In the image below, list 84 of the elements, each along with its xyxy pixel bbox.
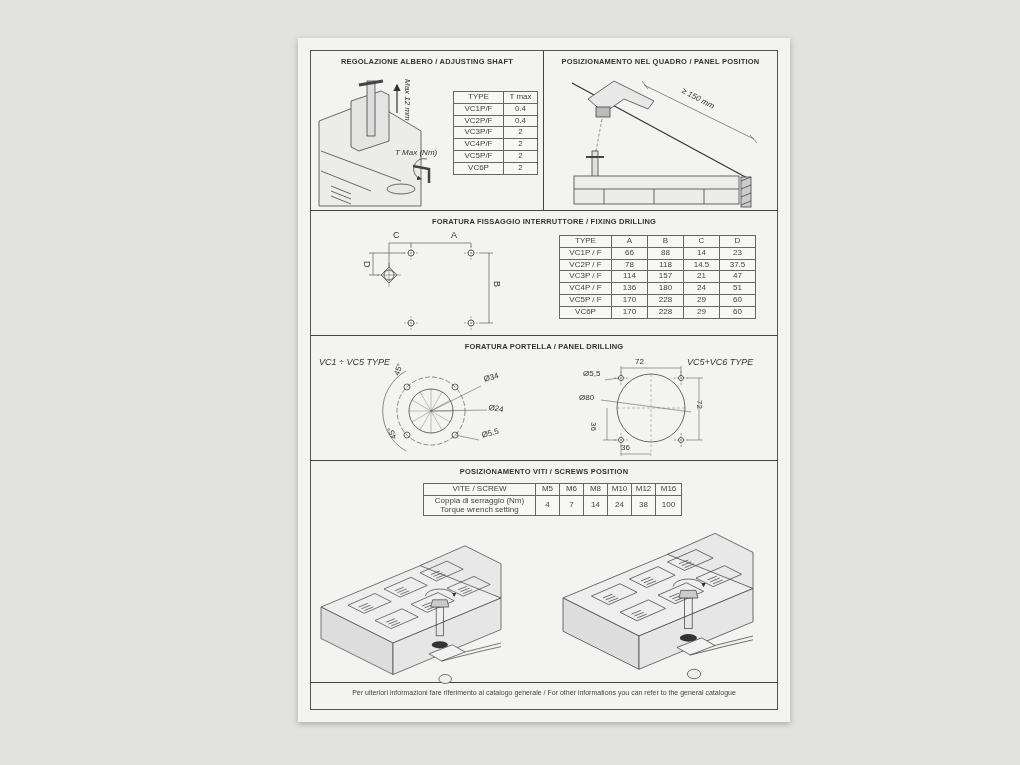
table-cell: 51 xyxy=(720,283,756,295)
table-header-cell: TYPE xyxy=(454,92,504,104)
table-cell: 170 xyxy=(612,306,648,319)
table-cell: 47 xyxy=(720,271,756,284)
dimension-label: Max 12 mm xyxy=(403,79,411,121)
table-header-cell: M5 xyxy=(536,484,560,496)
table-cell: VC3P/F xyxy=(454,127,504,140)
table-cell: VC4P/F xyxy=(454,139,504,151)
dimension-label: Ø5,5 xyxy=(583,370,601,378)
table-cell: VC6P xyxy=(454,162,504,175)
table-cell: 21 xyxy=(684,271,720,284)
table-header-cell: C xyxy=(684,236,720,248)
table-cell: 2 xyxy=(504,162,538,175)
table-cell: 24 xyxy=(608,495,632,517)
dimension-label: 72 xyxy=(695,400,703,409)
table-cell: 228 xyxy=(648,306,684,319)
table-cell: 14 xyxy=(584,495,608,517)
table-cell: VC1P/F xyxy=(454,103,504,116)
dimension-label: D xyxy=(362,261,371,268)
table-cell: 2 xyxy=(504,139,538,151)
table-cell: 38 xyxy=(632,495,656,517)
table-cell: 170 xyxy=(612,295,648,307)
dimension-label: Ø5,5 xyxy=(481,427,500,440)
dimension-label: 72 xyxy=(635,358,644,366)
table-header-cell: M12 xyxy=(632,484,656,496)
table-header-cell: TYPE xyxy=(560,236,612,248)
table-cell: VC2P/F xyxy=(454,115,504,128)
table-cell: 2 xyxy=(504,151,538,163)
dimension-label: 36 xyxy=(621,444,630,452)
table-header-cell: B xyxy=(648,236,684,248)
dimension-label: 36 xyxy=(589,422,597,431)
table-header-cell: VITE / SCREW xyxy=(424,484,536,496)
table-cell: 60 xyxy=(720,306,756,319)
dimension-label: Ø80 xyxy=(579,394,595,402)
dimension-label: Ø34 xyxy=(483,372,500,384)
table-cell: 4 xyxy=(536,495,560,517)
section-panel xyxy=(311,51,544,211)
table-header-cell: A xyxy=(612,236,648,248)
table-cell: 2 xyxy=(504,127,538,140)
table-cell: 66 xyxy=(612,247,648,260)
table-header-cell: T max xyxy=(504,92,538,104)
table-cell: 14 xyxy=(684,247,720,260)
table-header-cell: M6 xyxy=(560,484,584,496)
table-cell: 114 xyxy=(612,271,648,284)
angle-label: 45° xyxy=(393,362,405,377)
table-cell: 136 xyxy=(612,283,648,295)
table-header-cell: M16 xyxy=(656,484,682,496)
table-cell: Coppia di serraggio (Nm) Torque wrench setting xyxy=(424,495,536,517)
table-cell: 100 xyxy=(656,495,682,517)
table-cell: 78 xyxy=(612,259,648,272)
table-header-cell: M8 xyxy=(584,484,608,496)
table-cell: 88 xyxy=(648,247,684,260)
dimension-label: C xyxy=(393,231,400,240)
table-cell: VC3P / F xyxy=(560,271,612,284)
dimension-label: Ø24 xyxy=(487,404,504,415)
table-cell: 7 xyxy=(560,495,584,517)
table-cell: 118 xyxy=(648,259,684,272)
type-label: VC1 ÷ VC5 TYPE xyxy=(319,358,390,367)
table-cell: 0.4 xyxy=(504,115,538,128)
type-label: VC5+VC6 TYPE xyxy=(687,358,754,367)
torque-label: T Max (Nm) xyxy=(395,149,438,157)
table-cell: 29 xyxy=(684,306,720,319)
table-cell: VC5P / F xyxy=(560,295,612,307)
table-header-cell: M10 xyxy=(608,484,632,496)
table-cell: 24 xyxy=(684,283,720,295)
table-cell: 29 xyxy=(684,295,720,307)
table-cell: VC4P / F xyxy=(560,283,612,295)
table-cell: VC2P / F xyxy=(560,259,612,272)
table-cell: 60 xyxy=(720,295,756,307)
table-cell: 14.5 xyxy=(684,259,720,272)
table-header-cell: D xyxy=(720,236,756,248)
angle-label: 45° xyxy=(386,425,399,440)
table-cell: 23 xyxy=(720,247,756,260)
dimension-label: B xyxy=(492,281,501,287)
table-cell: VC5P/F xyxy=(454,151,504,163)
dimension-label: ≥ 150 mm xyxy=(680,87,716,111)
table-cell: 228 xyxy=(648,295,684,307)
dimension-label: A xyxy=(451,231,457,240)
table-cell: 37.5 xyxy=(720,259,756,272)
table-cell: VC6P xyxy=(560,306,612,319)
table-cell: 0.4 xyxy=(504,103,538,116)
table-cell: 157 xyxy=(648,271,684,284)
table-cell: 180 xyxy=(648,283,684,295)
table-cell: VC1P / F xyxy=(560,247,612,260)
